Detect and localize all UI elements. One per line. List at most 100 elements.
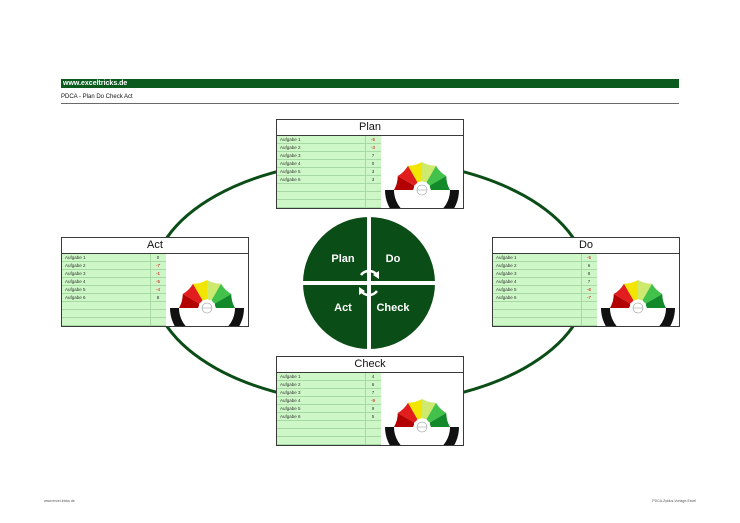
task-row: Aufgabe 1 -5 xyxy=(277,136,381,144)
task-row: Aufgabe 3 -1 xyxy=(62,270,166,278)
task-label: Aufgabe 1 xyxy=(280,137,301,142)
task-label: Aufgabe 6 xyxy=(65,295,86,300)
task-row: Aufgabe 2 6 xyxy=(493,262,597,270)
task-label: Aufgabe 4 xyxy=(65,279,86,284)
task-value: -3 xyxy=(370,145,375,150)
gauge-zone xyxy=(408,162,422,183)
task-value: 3 xyxy=(371,169,375,174)
task-row: Aufgabe 4 0 xyxy=(277,160,381,168)
task-label: Aufgabe 3 xyxy=(65,271,86,276)
pdca-circle: Plan Do Act Check xyxy=(301,215,437,351)
task-value: 3 xyxy=(371,177,375,182)
page-subtitle: PDCA - Plan Do Check Act xyxy=(61,94,133,100)
task-row xyxy=(277,192,381,200)
gauge-rim xyxy=(170,308,244,326)
task-label: Aufgabe 1 xyxy=(280,374,301,379)
task-label: Aufgabe 5 xyxy=(65,287,86,292)
task-value: 7 xyxy=(371,153,375,158)
task-row xyxy=(277,437,381,445)
gauge-chart xyxy=(601,280,675,326)
task-row: Aufgabe 6 5 xyxy=(277,413,381,421)
cycle-arrow-head xyxy=(359,287,365,295)
column-divider xyxy=(150,254,151,326)
task-label: Aufgabe 5 xyxy=(280,169,301,174)
task-label: Aufgabe 2 xyxy=(65,263,86,268)
quadrant-act-label: Act xyxy=(334,302,352,314)
column-divider xyxy=(581,254,582,326)
task-row: Aufgabe 5-4 xyxy=(62,286,166,294)
task-value: 7 xyxy=(587,279,591,284)
quadrant-plan-label: Plan xyxy=(331,253,355,265)
task-value: -9 xyxy=(370,398,375,403)
gauge-zone xyxy=(624,280,638,301)
task-label: Aufgabe 6 xyxy=(496,295,517,300)
task-value: 5 xyxy=(371,414,375,419)
task-label: Aufgabe 5 xyxy=(280,406,301,411)
task-row xyxy=(62,310,166,318)
gauge-zone xyxy=(429,176,450,190)
task-value: 4 xyxy=(371,374,375,379)
gauge-rim xyxy=(601,308,675,326)
task-label: Aufgabe 3 xyxy=(496,271,517,276)
task-value: -5 xyxy=(370,137,375,142)
task-label: Aufgabe 2 xyxy=(280,382,301,387)
gauge-zone xyxy=(408,399,422,420)
gauge-zone xyxy=(610,294,631,308)
task-row: Aufgabe 4-9 xyxy=(277,397,381,405)
task-row xyxy=(62,302,166,310)
task-value: 0 xyxy=(371,161,375,166)
task-label: Aufgabe 1 xyxy=(496,255,517,260)
task-value: -7 xyxy=(586,295,591,300)
column-divider xyxy=(365,373,366,445)
header-divider xyxy=(61,103,679,104)
task-row xyxy=(493,310,597,318)
gauge-zone xyxy=(193,280,207,301)
task-value: 7 xyxy=(371,390,375,395)
gauge-rim xyxy=(385,427,459,445)
footer-left: www.excel-tricks.de xyxy=(44,499,75,503)
task-value: -5 xyxy=(586,255,591,260)
site-url[interactable]: www.exceltricks.de xyxy=(63,80,128,87)
task-label: Aufgabe 5 xyxy=(496,287,517,292)
task-row: Aufgabe 5 3 xyxy=(277,168,381,176)
task-label: Aufgabe 2 xyxy=(280,145,301,150)
task-label: Aufgabe 2 xyxy=(496,263,517,268)
gauge-chart xyxy=(170,280,244,326)
gauge-zone xyxy=(638,280,652,301)
footer-right: PDCA-Zyklus-Vorlage-Excel xyxy=(652,499,696,503)
task-row: Aufgabe 2 -3 xyxy=(277,144,381,152)
card-title: Do xyxy=(493,238,679,254)
task-row xyxy=(62,318,166,326)
gauge-zone xyxy=(397,402,418,423)
task-value: 6 xyxy=(587,263,591,268)
task-value: -6 xyxy=(586,287,591,292)
card-title: Plan xyxy=(277,120,463,136)
task-value: -1 xyxy=(155,271,160,276)
quadrant-check-label: Check xyxy=(376,302,410,314)
gauge-zone xyxy=(613,283,634,304)
gauge-zone xyxy=(207,280,221,301)
task-label: Aufgabe 4 xyxy=(280,161,301,166)
task-row: Aufgabe 4-5 xyxy=(62,278,166,286)
task-row: Aufgabe 3 8 xyxy=(493,270,597,278)
task-label: Aufgabe 6 xyxy=(280,414,301,419)
task-label: Aufgabe 1 xyxy=(65,255,86,260)
cycle-arrow-head xyxy=(373,271,379,279)
task-value: 8 xyxy=(587,271,591,276)
